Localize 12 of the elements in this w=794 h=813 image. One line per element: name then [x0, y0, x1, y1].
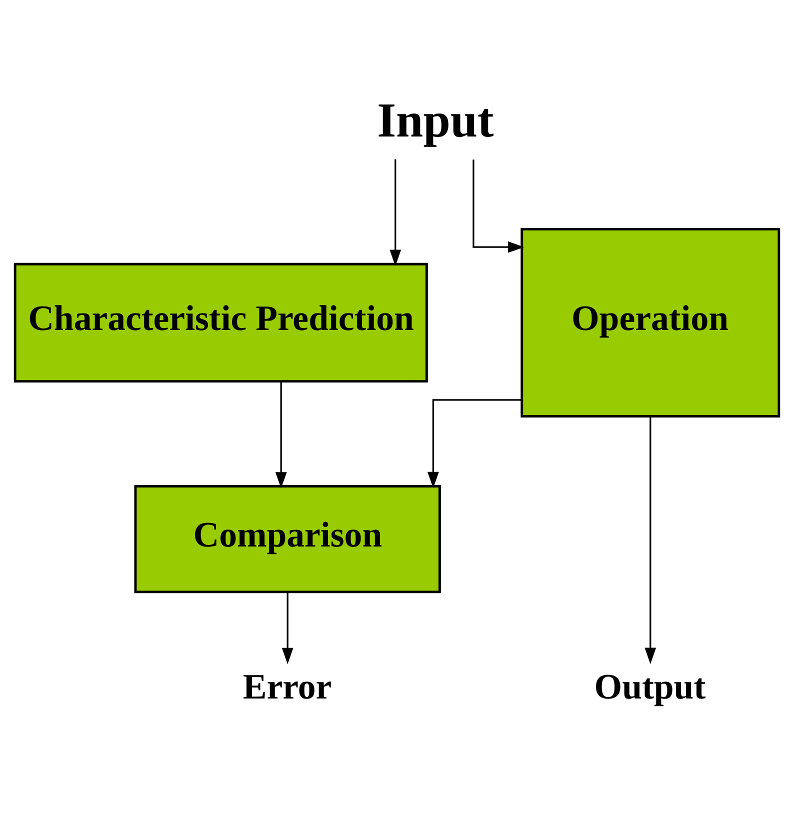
node-box: Operation: [520, 228, 780, 418]
node-box: Characteristic Prediction: [14, 262, 428, 382]
node-text: Input: [377, 93, 494, 148]
arrow: [282, 592, 294, 664]
node-text: Error: [242, 666, 332, 707]
arrow: [644, 416, 656, 664]
node-text: Output: [594, 666, 706, 707]
arrow: [390, 159, 402, 266]
node-box: Comparison: [134, 485, 441, 594]
arrow: [275, 382, 287, 488]
arrow: [472, 160, 524, 253]
arrow: [428, 399, 522, 488]
